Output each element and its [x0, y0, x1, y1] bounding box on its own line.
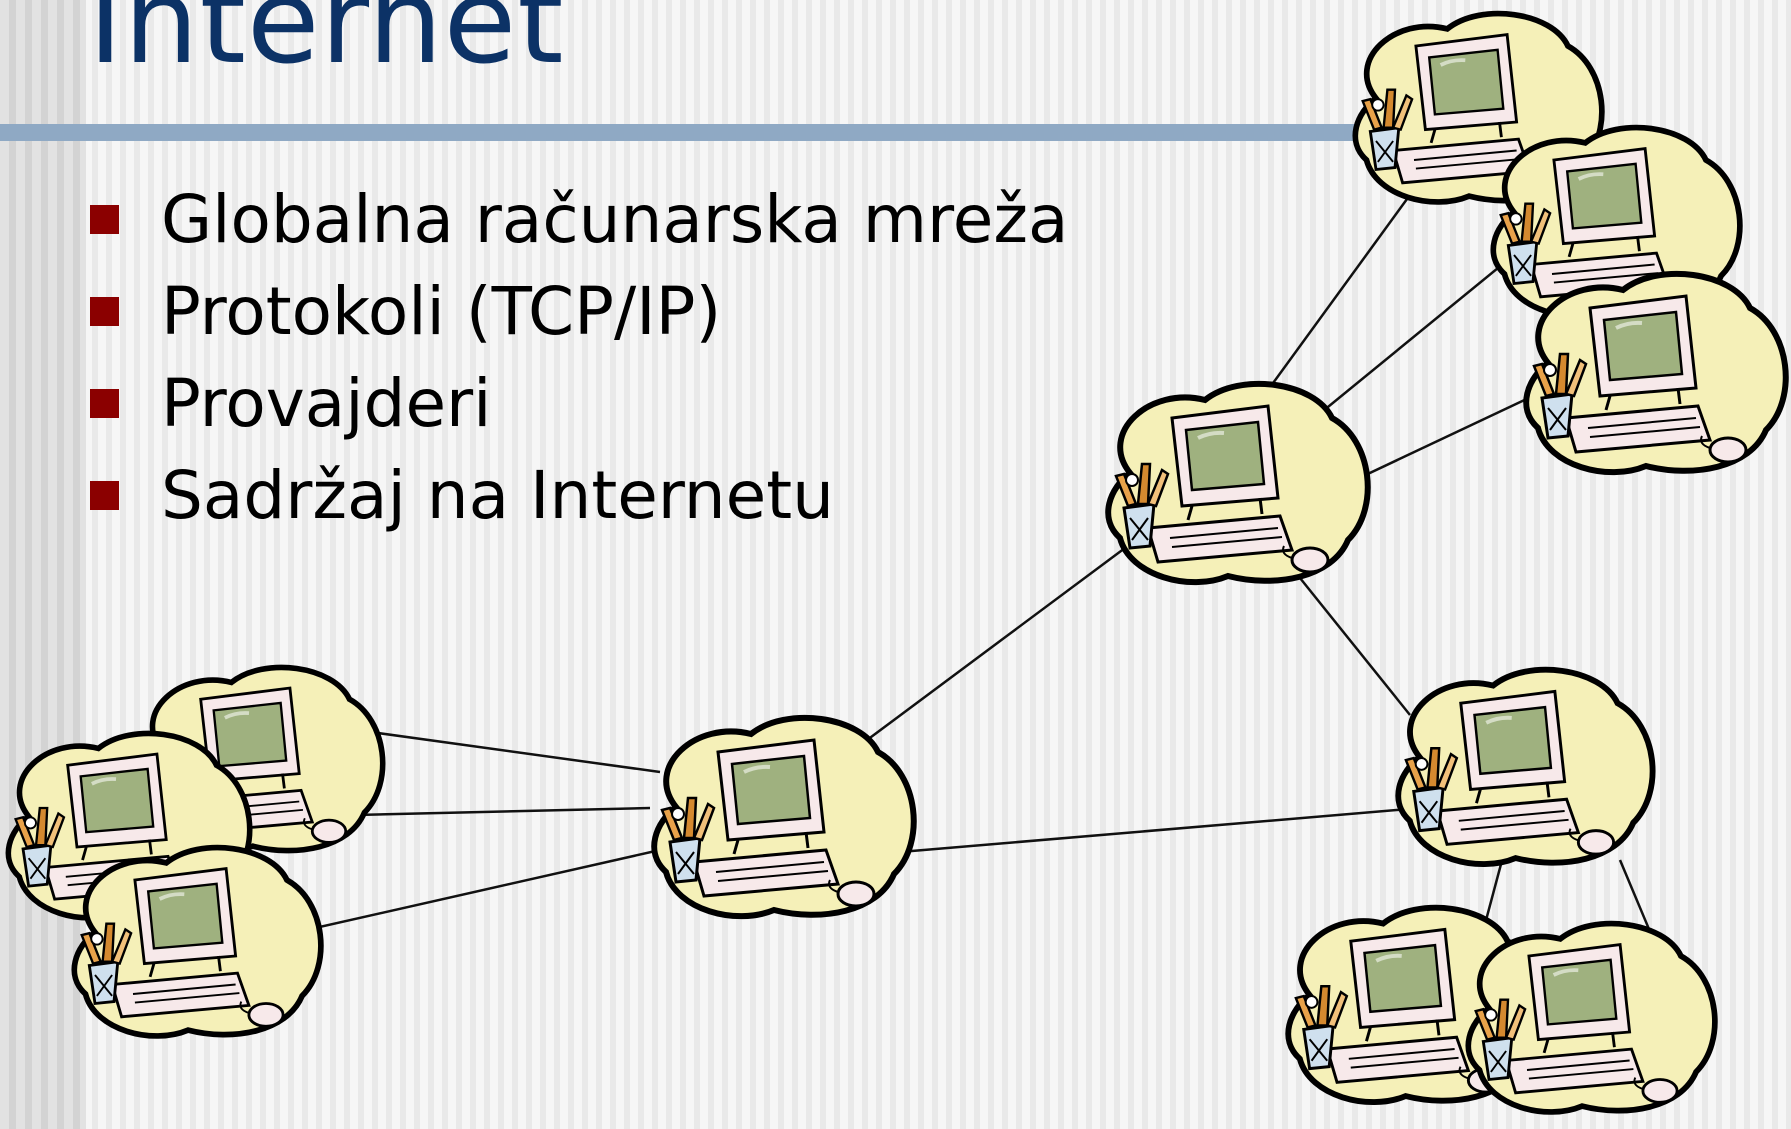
computer-node-icon: [1526, 274, 1786, 472]
square-bullet-icon: [90, 388, 119, 418]
link: [1289, 249, 1521, 439]
bullet-item: Globalna računarska mreža: [90, 173, 1068, 265]
computer-node-icon: [74, 848, 321, 1036]
square-bullet-icon: [90, 204, 119, 234]
link: [819, 546, 1126, 777]
bullet-text: Globalna računarska mreža: [161, 180, 1069, 258]
computer-node-icon: [1398, 670, 1652, 864]
link: [899, 806, 1421, 854]
bullet-list: Globalna računarska mreža Protokoli (TCP…: [90, 173, 1068, 541]
connection-lines: [229, 139, 1687, 1016]
bullet-text: Sadržaj na Internetu: [161, 456, 834, 534]
computer-node-icon: [1108, 384, 1368, 582]
bullet-item: Provajderi: [90, 357, 1068, 449]
bullet-text: Protokoli (TCP/IP): [161, 272, 722, 350]
bullet-item: Sadržaj na Internetu: [90, 449, 1068, 541]
computer-node-icon: [654, 718, 914, 916]
computer-node-icon: [1468, 924, 1715, 1112]
link: [1299, 577, 1411, 716]
bullet-text: Provajderi: [161, 364, 492, 442]
square-bullet-icon: [90, 296, 119, 326]
background-side-band: [0, 0, 86, 1129]
link: [1354, 393, 1536, 482]
slide-title: Internet: [88, 0, 565, 90]
square-bullet-icon: [90, 480, 119, 510]
title-underline-rule: [0, 124, 1400, 141]
bullet-item: Protokoli (TCP/IP): [90, 265, 1068, 357]
